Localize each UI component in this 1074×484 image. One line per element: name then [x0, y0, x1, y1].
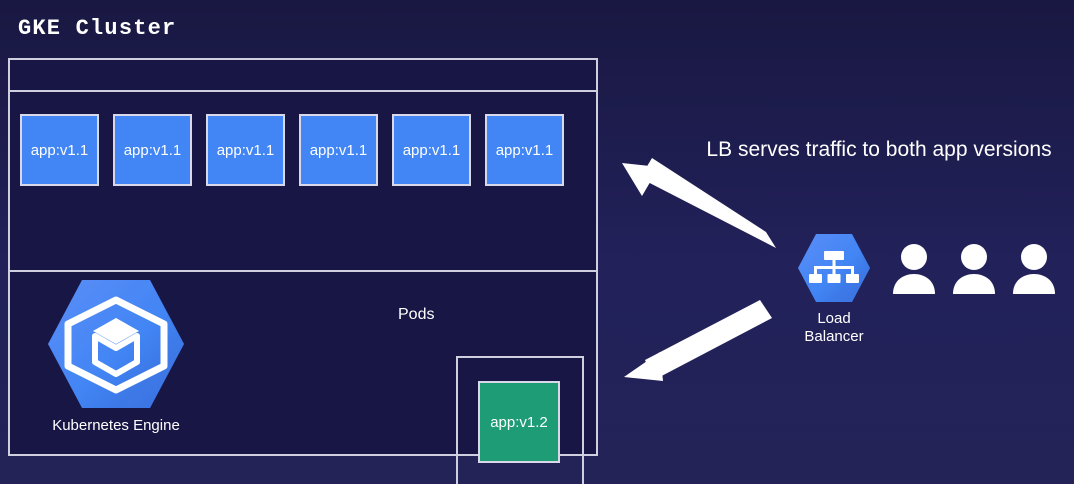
pod-app-v1-1[interactable]: app:v1.1 — [113, 114, 192, 186]
pod-app-v1-1[interactable]: app:v1.1 — [20, 114, 99, 186]
lb-caption-line1: LB serves traffic to both app — [706, 138, 968, 161]
lb-caption: LB serves traffic to both app versions — [706, 138, 1052, 163]
cluster-body: Kubernetes Engine Pods app:v1.2 — [10, 272, 596, 484]
load-balancer-hexagon-icon[interactable] — [794, 234, 874, 308]
load-balancer-label-line2: Balancer — [804, 328, 864, 345]
gke-cluster-container: app:v1.1 app:v1.1 app:v1.1 app:v1.1 app:… — [8, 58, 598, 484]
pod-label: app:v1.1 — [309, 141, 368, 159]
pods-section-label: Pods — [398, 306, 435, 323]
load-balancer-label: Load Balancer — [788, 310, 880, 346]
load-balancer-block: Load Balancer — [788, 232, 880, 346]
pod-app-v1-1[interactable]: app:v1.1 — [299, 114, 378, 186]
page-title: GKE Cluster — [18, 16, 177, 41]
arrow-to-v2-pod — [624, 300, 772, 381]
pod-label: app:v1.1 — [123, 141, 182, 159]
pod-app-v1-1[interactable]: app:v1.1 — [206, 114, 285, 186]
pod-app-v1-2[interactable]: app:v1.2 — [478, 381, 560, 463]
pod-row-v1: app:v1.1 app:v1.1 app:v1.1 app:v1.1 app:… — [20, 114, 564, 186]
pod-app-v1-1[interactable]: app:v1.1 — [392, 114, 471, 186]
pod-label: app:v1.1 — [30, 141, 89, 159]
pods-row-band: app:v1.1 app:v1.1 app:v1.1 app:v1.1 app:… — [10, 92, 596, 272]
pod-label: app:v1.1 — [216, 141, 275, 159]
pod-app-v1-1[interactable]: app:v1.1 — [485, 114, 564, 186]
kubernetes-engine-hexagon-icon — [36, 280, 196, 414]
pod-label: app:v1.2 — [490, 413, 548, 431]
pod-v12-frame: app:v1.2 — [456, 356, 584, 484]
pod-label: app:v1.1 — [402, 141, 461, 159]
user-icon — [890, 242, 938, 299]
load-balancer-label-line1: Load — [817, 310, 851, 327]
lb-caption-line2: versions — [973, 138, 1052, 161]
pod-label: app:v1.1 — [495, 141, 554, 159]
kubernetes-engine-label: Kubernetes Engine — [52, 417, 180, 434]
user-icon — [1010, 242, 1058, 299]
cluster-header-band — [10, 60, 596, 92]
user-icon — [950, 242, 998, 299]
users-group — [890, 242, 1058, 299]
arrow-to-v1-pods — [622, 158, 776, 248]
kubernetes-engine-block: Kubernetes Engine — [22, 278, 210, 434]
